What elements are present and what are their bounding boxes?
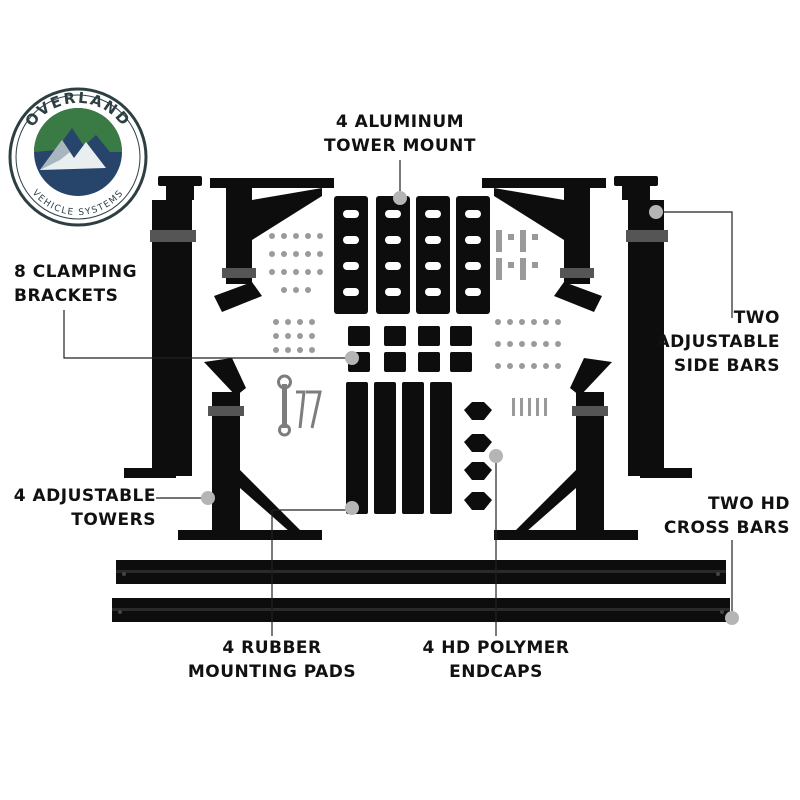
hardware-bolts <box>269 230 561 416</box>
cross-bar-top <box>116 560 726 584</box>
label-tower-mount-line1: 4 ALUMINUM <box>335 112 465 132</box>
label-clamping-line1: 8 CLAMPING <box>14 262 138 282</box>
label-endcaps-line2: ENDCAPS <box>449 662 543 682</box>
label-adjustable-side-bars: TWO ADJUSTABLE SIDE BARS <box>640 306 780 378</box>
label-endcaps-line1: 4 HD POLYMER <box>422 638 570 658</box>
label-towers-line1: 4 ADJUSTABLE <box>13 486 156 506</box>
label-tower-mount-line2: TOWER MOUNT <box>324 136 476 156</box>
label-adjustable-towers: 4 ADJUSTABLE TOWERS <box>10 484 156 532</box>
label-hd-cross-bars: TWO HD CROSS BARS <box>640 492 790 540</box>
side-bar-left <box>124 176 202 478</box>
cross-bar-bottom <box>112 598 730 622</box>
callout-dots <box>201 191 739 625</box>
label-side-bars-line3: SIDE BARS <box>673 356 780 376</box>
label-side-bars-line2: ADJUSTABLE <box>656 332 780 352</box>
polymer-endcaps <box>464 402 492 510</box>
wrench-icon <box>277 374 292 437</box>
overland-logo: OVERLAND VEHICLE SYSTEMS <box>8 87 148 227</box>
label-clamping-brackets: 8 CLAMPING BRACKETS <box>14 260 174 308</box>
callout-lines <box>63 160 733 636</box>
tower-bottom-left <box>178 358 322 540</box>
rubber-mounting-pads <box>346 382 452 514</box>
tower-top-left <box>210 178 334 312</box>
label-side-bars-line1: TWO <box>733 308 780 328</box>
tower-bottom-right <box>494 358 638 540</box>
label-rubber-mounting-pads: 4 RUBBER MOUNTING PADS <box>186 636 358 684</box>
label-clamping-line2: BRACKETS <box>14 286 119 306</box>
label-pads-line1: 4 RUBBER <box>222 638 322 658</box>
label-aluminum-tower-mount: 4 ALUMINUM TOWER MOUNT <box>320 110 480 158</box>
side-bar-right <box>614 176 692 478</box>
tower-mount-plates <box>334 196 490 314</box>
clamping-brackets <box>348 326 472 372</box>
label-cross-bars-line2: CROSS BARS <box>663 518 790 538</box>
label-polymer-endcaps: 4 HD POLYMER ENDCAPS <box>410 636 582 684</box>
label-towers-line2: TOWERS <box>71 510 156 530</box>
label-pads-line2: MOUNTING PADS <box>187 662 357 682</box>
hex-key-icon <box>296 390 322 429</box>
tower-top-right <box>482 178 606 312</box>
label-cross-bars-line1: TWO HD <box>707 494 790 514</box>
